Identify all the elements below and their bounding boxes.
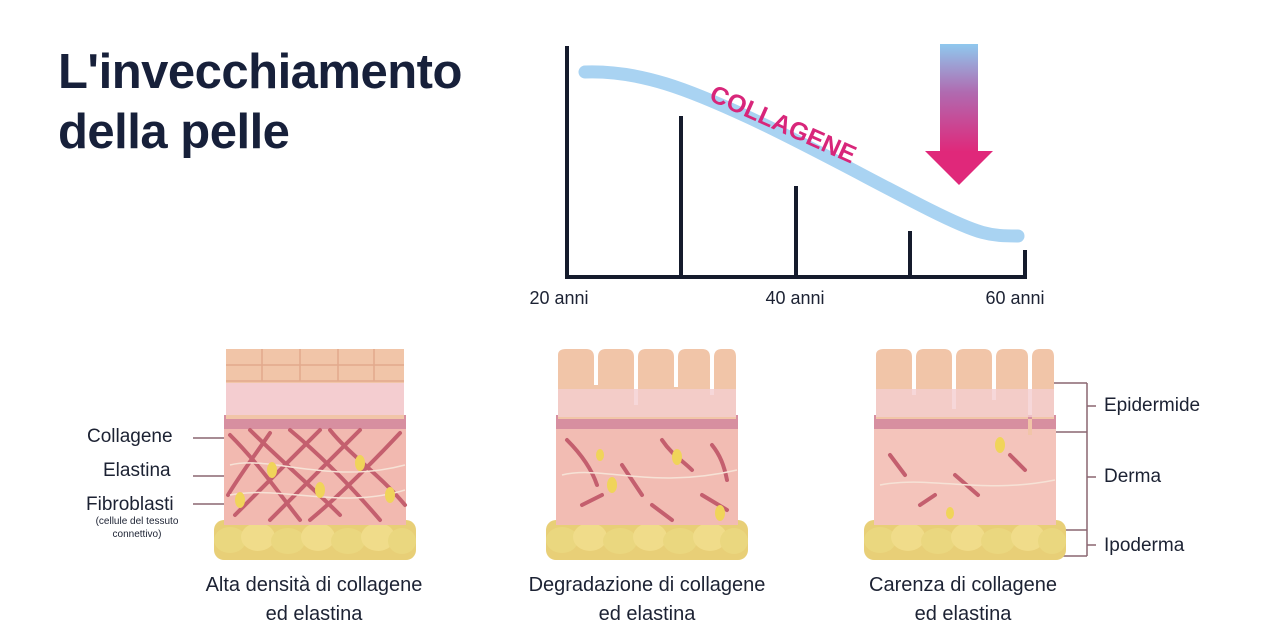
collagen-decline-graph: COLLAGENE 20 anni 40 anni 60 anni <box>529 44 1045 308</box>
dermis <box>874 423 1056 525</box>
fibroblasts <box>596 449 725 521</box>
elastin-fibers <box>561 469 738 479</box>
fibroblasti-note-line-1: (cellule del tessuto <box>95 516 179 527</box>
x-tick-label-60: 60 anni <box>985 288 1044 308</box>
hypodermis-fat <box>864 520 1066 560</box>
down-arrow-icon <box>925 44 993 185</box>
label-elastina: Elastina <box>103 460 171 481</box>
label-fibroblasti: Fibroblasti <box>86 494 174 515</box>
title-line-2: della pelle <box>58 105 290 159</box>
caption-1-line-1: Alta densità di collagene <box>205 574 423 596</box>
fibroblasti-note-line-2: connettivo) <box>112 529 162 540</box>
x-tick-label-40: 40 anni <box>765 288 824 308</box>
label-derma: Derma <box>1104 466 1162 487</box>
caption-panel-1: Alta densità di collagene ed elastina <box>164 571 464 629</box>
caption-panel-2: Degradazione di collagene ed elastina <box>497 571 797 629</box>
label-ipoderma: Ipoderma <box>1104 535 1185 556</box>
page-title: L'invecchiamento della pelle <box>58 42 462 162</box>
hypodermis-fat <box>214 520 416 560</box>
caption-2-line-2: ed elastina <box>598 603 696 625</box>
elastin-fibers <box>879 479 1056 487</box>
caption-2-line-1: Degradazione di collagene <box>528 574 766 596</box>
elastin-fibers <box>229 462 406 499</box>
label-fibroblasti-note: (cellule del tessuto connettivo) <box>80 515 194 541</box>
skin-section-2 <box>546 349 748 560</box>
caption-panel-3: Carenza di collagene ed elastina <box>813 571 1113 629</box>
fibroblasts <box>235 455 395 508</box>
hypodermis-fat <box>546 520 748 560</box>
caption-3-line-2: ed elastina <box>914 603 1012 625</box>
skin-section-1 <box>214 349 416 560</box>
collagen-curve <box>578 65 1025 243</box>
x-tick-label-20: 20 anni <box>529 288 588 308</box>
label-collagene: Collagene <box>87 426 173 447</box>
dermis <box>556 423 738 525</box>
caption-1-line-2: ed elastina <box>265 603 363 625</box>
caption-3-line-1: Carenza di collagene <box>869 574 1057 596</box>
label-epidermide: Epidermide <box>1104 395 1201 416</box>
skin-section-3 <box>864 349 1066 560</box>
title-line-1: L'invecchiamento <box>58 45 462 99</box>
fibroblasts <box>946 437 1005 519</box>
